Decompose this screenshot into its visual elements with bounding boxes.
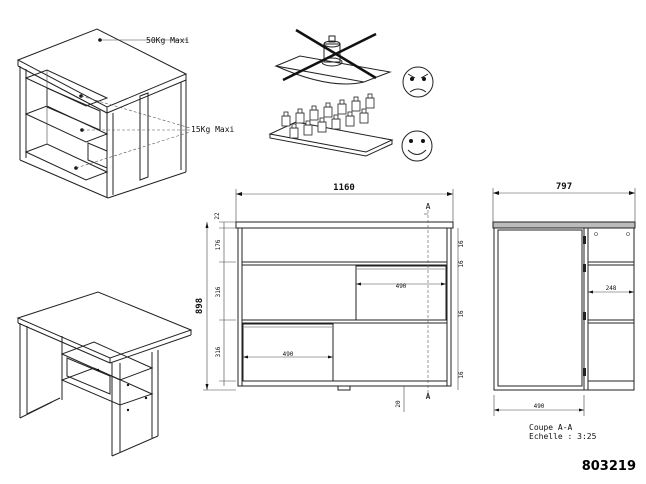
isometric-view-top: 50Kg Maxi 15Kg Maxi [16, 28, 235, 199]
foot-dimension: 20 [395, 400, 402, 408]
weight-piece [323, 102, 333, 118]
upper-opening-dimension: 176 [215, 239, 222, 250]
weight-piece [281, 111, 291, 127]
panel-thickness-dimension-2: 16 [458, 260, 465, 268]
top-load-label: 50Kg Maxi [146, 36, 190, 45]
weight-piece [331, 114, 341, 130]
cross-out-icon [282, 32, 377, 82]
distributed-load-illustration [268, 121, 394, 157]
lower-compartment-dimension: 316 [215, 346, 222, 357]
front-width-dimension: 1160 [333, 183, 355, 193]
depth-dimension: 797 [556, 182, 572, 192]
section-view: 797 248 490 [492, 182, 636, 416]
panel-thickness-dimension-1: 16 [458, 240, 465, 248]
section-marker-bottom: A [426, 392, 431, 401]
middle-compartment-dimension: 316 [215, 286, 222, 297]
distributed-weights-icon [281, 93, 375, 139]
shelf-load-label: 15Kg Maxi [191, 125, 235, 134]
crossed-weight-illustration [274, 28, 392, 85]
reference-number: 803219 [582, 459, 636, 474]
weight-piece [295, 108, 305, 124]
angry-face-icon [402, 66, 434, 98]
panel-thickness-dimension-3: 16 [458, 310, 465, 318]
height-dimension: 898 [195, 298, 205, 314]
weight-piece [309, 105, 319, 121]
panel-thickness-dimension-4: 16 [458, 371, 465, 379]
top-thickness-dimension: 22 [214, 212, 221, 220]
weight-piece [303, 120, 313, 136]
weight-piece [337, 99, 347, 115]
upper-drawer-dimension: 490 [396, 283, 407, 290]
smiley-face-icon [401, 130, 433, 162]
section-marker-top: A [426, 202, 431, 211]
weight-piece [365, 93, 375, 109]
front-elevation: 1160 490 490 A A [195, 183, 465, 412]
weight-piece [359, 108, 369, 124]
shelf-depth-dimension: 248 [606, 285, 617, 292]
isometric-view-bottom [16, 291, 193, 457]
weight-piece [345, 111, 355, 127]
weight-piece [317, 117, 327, 133]
lower-drawer-dimension: 490 [283, 351, 294, 358]
section-title: Coupe A-A [529, 423, 573, 432]
scale-label: Echelle : 3:25 [529, 432, 597, 441]
weight-piece [351, 96, 361, 112]
weight-piece [289, 123, 299, 139]
side-depth-dimension: 490 [534, 403, 545, 410]
